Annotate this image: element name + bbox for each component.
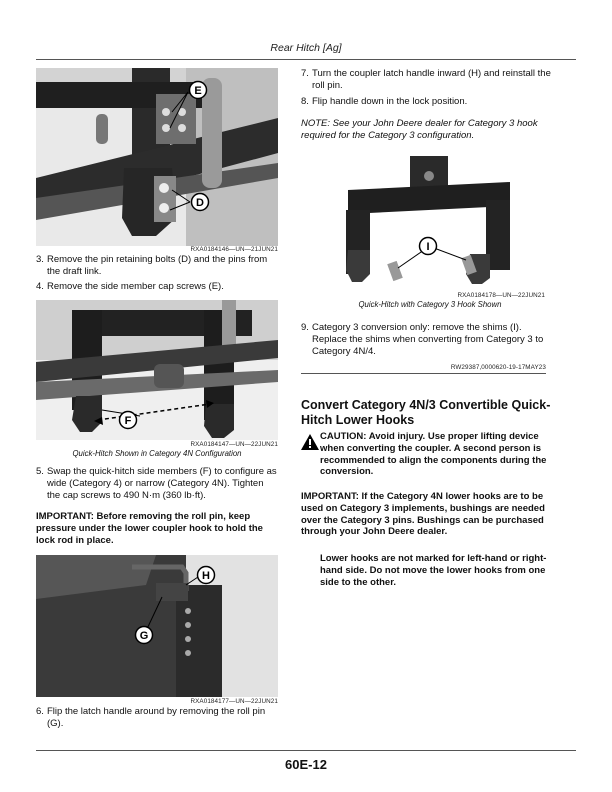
callout-e: E bbox=[194, 85, 201, 97]
step-5: 5. Swap the quick-hitch side members (F)… bbox=[36, 466, 278, 501]
figure-caption: Quick-Hitch Shown in Category 4N Configu… bbox=[72, 449, 242, 458]
footer-rule bbox=[36, 750, 576, 751]
step-8: 8. Flip handle down in the lock position… bbox=[301, 96, 551, 108]
important-note-roll-pin: IMPORTANT: Before removing the roll pin,… bbox=[36, 511, 263, 546]
figure-code: RXA0184147—UN—22JUN21 bbox=[190, 441, 278, 448]
step-number: 7. bbox=[301, 68, 309, 79]
document-reference: RW29387,0000620-19-17MAY23 bbox=[450, 364, 546, 371]
callout-f: F bbox=[125, 415, 132, 427]
step-text: Category 3 conversion only: remove the s… bbox=[312, 322, 544, 357]
step-number: 3. bbox=[36, 254, 44, 265]
running-header: Rear Hitch [Ag] bbox=[270, 42, 342, 54]
step-text: Turn the coupler latch handle inward (H)… bbox=[312, 68, 551, 91]
step-text: Swap the quick-hitch side members (F) to… bbox=[47, 466, 277, 501]
section-heading: Convert Category 4N/3 Convertible Quick-… bbox=[301, 398, 551, 427]
step-text: Flip the latch handle around by removing… bbox=[47, 706, 266, 729]
step-number: 5. bbox=[36, 466, 44, 477]
step-7: 7. Turn the coupler latch handle inward … bbox=[301, 68, 551, 92]
section-rule bbox=[301, 373, 546, 374]
step-text: Flip handle down in the lock position. bbox=[312, 96, 468, 107]
step-3: 3. Remove the pin retaining bolts (D) an… bbox=[36, 254, 278, 278]
figure-code: RXA0184178—UN—22JUN21 bbox=[457, 292, 545, 299]
step-9: 9. Category 3 conversion only: remove th… bbox=[301, 322, 553, 357]
header-rule bbox=[36, 59, 576, 60]
step-text: Remove the side member cap screws (E). bbox=[47, 281, 224, 292]
callout-g: G bbox=[140, 630, 149, 642]
figure-pin-retaining-bolts: E D bbox=[36, 68, 278, 246]
page-number: 60E-12 bbox=[285, 757, 327, 772]
note-category-3-hook: NOTE: See your John Deere dealer for Cat… bbox=[301, 118, 538, 141]
step-4: 4. Remove the side member cap screws (E)… bbox=[36, 281, 278, 293]
step-text: Remove the pin retaining bolts (D) and t… bbox=[47, 254, 268, 277]
figure-quick-hitch-cat3: I bbox=[340, 150, 518, 290]
step-number: 4. bbox=[36, 281, 44, 292]
important-note-left-right: Lower hooks are not marked for left-hand… bbox=[320, 553, 547, 588]
figure-code: RXA0184146—UN—21JUN21 bbox=[190, 246, 278, 253]
step-6: 6. Flip the latch handle around by remov… bbox=[36, 706, 278, 730]
warning-triangle-icon bbox=[301, 434, 321, 452]
important-note-bushings: IMPORTANT: If the Category 4N lower hook… bbox=[301, 491, 545, 538]
step-number: 6. bbox=[36, 706, 44, 717]
callout-i: I bbox=[426, 241, 429, 253]
callout-d: D bbox=[196, 197, 204, 209]
figure-code: RXA0184177—UN—22JUN21 bbox=[190, 698, 278, 705]
figure-quick-hitch-4n: F bbox=[36, 300, 278, 440]
step-number: 8. bbox=[301, 96, 309, 107]
figure-caption: Quick-Hitch with Category 3 Hook Shown bbox=[358, 300, 502, 309]
callout-h: H bbox=[202, 570, 210, 582]
step-number: 9. bbox=[301, 322, 309, 333]
figure-latch-handle: H G bbox=[36, 555, 278, 697]
caution-text: CAUTION: Avoid injury. Use proper liftin… bbox=[320, 431, 547, 478]
